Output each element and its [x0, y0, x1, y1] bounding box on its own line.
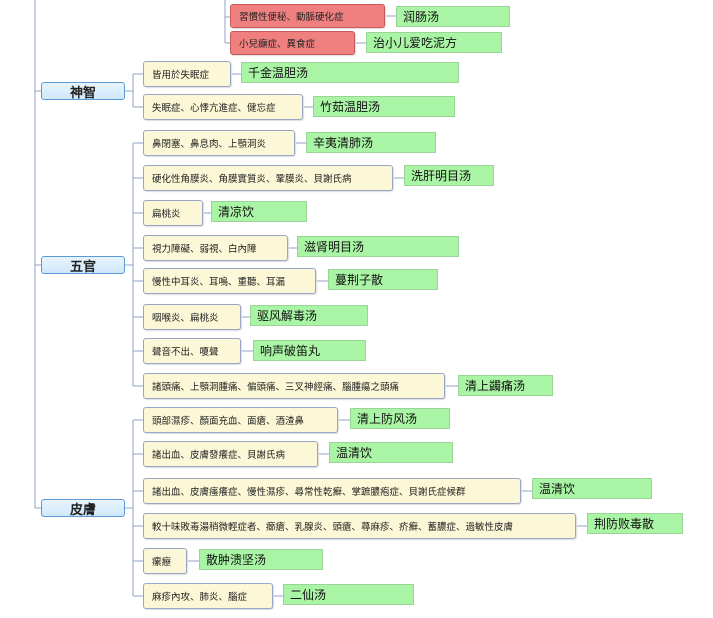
- symptom-node[interactable]: 較十味敗毒湯稍微輕症者、癤瘡、乳腺炎、頭瘡、蕁麻疹、疥癬、蓄膿症、過敏性皮膚: [143, 513, 576, 539]
- symptom-node[interactable]: 視力障礙、弱視、白內障: [143, 235, 288, 261]
- category-node[interactable]: 五官: [41, 256, 125, 275]
- symptom-node[interactable]: 諸頭痛、上顎洞腫痛、偏頭痛、三叉神經痛、腦腫瘍之頭痛: [143, 373, 445, 399]
- prescription-node[interactable]: 千金温胆汤: [241, 62, 459, 83]
- prescription-node[interactable]: 润肠汤: [396, 6, 510, 27]
- symptom-node[interactable]: 小兒癲症、異食症: [230, 31, 355, 55]
- symptom-node[interactable]: 頭部濕疹、顏面充血、面瘡、酒渣鼻: [143, 407, 338, 433]
- symptom-node[interactable]: 慢性中耳炎、耳鳴、重聽、耳漏: [143, 268, 316, 294]
- prescription-node[interactable]: 清凉饮: [211, 201, 307, 222]
- symptom-node[interactable]: 皆用於失眠症: [143, 61, 231, 87]
- prescription-node[interactable]: 治小儿爱吃泥方: [366, 32, 502, 53]
- prescription-node[interactable]: 竹茹温胆汤: [313, 96, 455, 117]
- prescription-node[interactable]: 滋肾明目汤: [297, 236, 459, 257]
- symptom-node[interactable]: 習慣性便秘、動脈硬化症: [230, 4, 385, 28]
- symptom-node[interactable]: 咽喉炎、扁桃炎: [143, 304, 241, 330]
- prescription-node[interactable]: 响声破笛丸: [253, 340, 366, 361]
- prescription-node[interactable]: 散肿溃坚汤: [199, 549, 323, 570]
- category-node[interactable]: 神智: [41, 82, 125, 101]
- symptom-node[interactable]: 失眠症、心悸亢進症、健忘症: [143, 94, 303, 120]
- prescription-node[interactable]: 驱风解毒汤: [250, 305, 368, 326]
- prescription-node[interactable]: 温清饮: [532, 478, 652, 499]
- prescription-node[interactable]: 清上防风汤: [350, 408, 450, 429]
- prescription-node[interactable]: 洗肝明目汤: [404, 165, 494, 186]
- symptom-node[interactable]: 瘰癧: [143, 548, 187, 574]
- category-node[interactable]: 皮膚: [41, 499, 125, 518]
- symptom-node[interactable]: 諸出血、皮膚發癢症、貝謝氏病: [143, 441, 318, 467]
- symptom-node[interactable]: 鼻閉塞、鼻息肉、上顎洞炎: [143, 130, 295, 156]
- symptom-node[interactable]: 硬化性角膜炎、角膜實質炎、鞏膜炎、貝謝氏病: [143, 165, 393, 191]
- symptom-node[interactable]: 麻疹內攻、肺炎、腦症: [143, 583, 273, 609]
- symptom-node[interactable]: 扁桃炎: [143, 200, 203, 226]
- prescription-node[interactable]: 辛夷清肺汤: [306, 132, 436, 153]
- symptom-node[interactable]: 諸出血、皮膚瘙癢症、慢性濕疹、尋常性乾癬、掌蹠膿疱症、貝謝氏症候群: [143, 478, 521, 504]
- prescription-node[interactable]: 清上蠲痛汤: [458, 375, 553, 396]
- prescription-node[interactable]: 二仙汤: [283, 584, 414, 605]
- prescription-node[interactable]: 蔓荆子散: [328, 269, 438, 290]
- symptom-node[interactable]: 聲音不出、嗄聲: [143, 338, 241, 364]
- prescription-node[interactable]: 温清饮: [329, 442, 453, 463]
- prescription-node[interactable]: 荆防败毒散: [587, 513, 683, 534]
